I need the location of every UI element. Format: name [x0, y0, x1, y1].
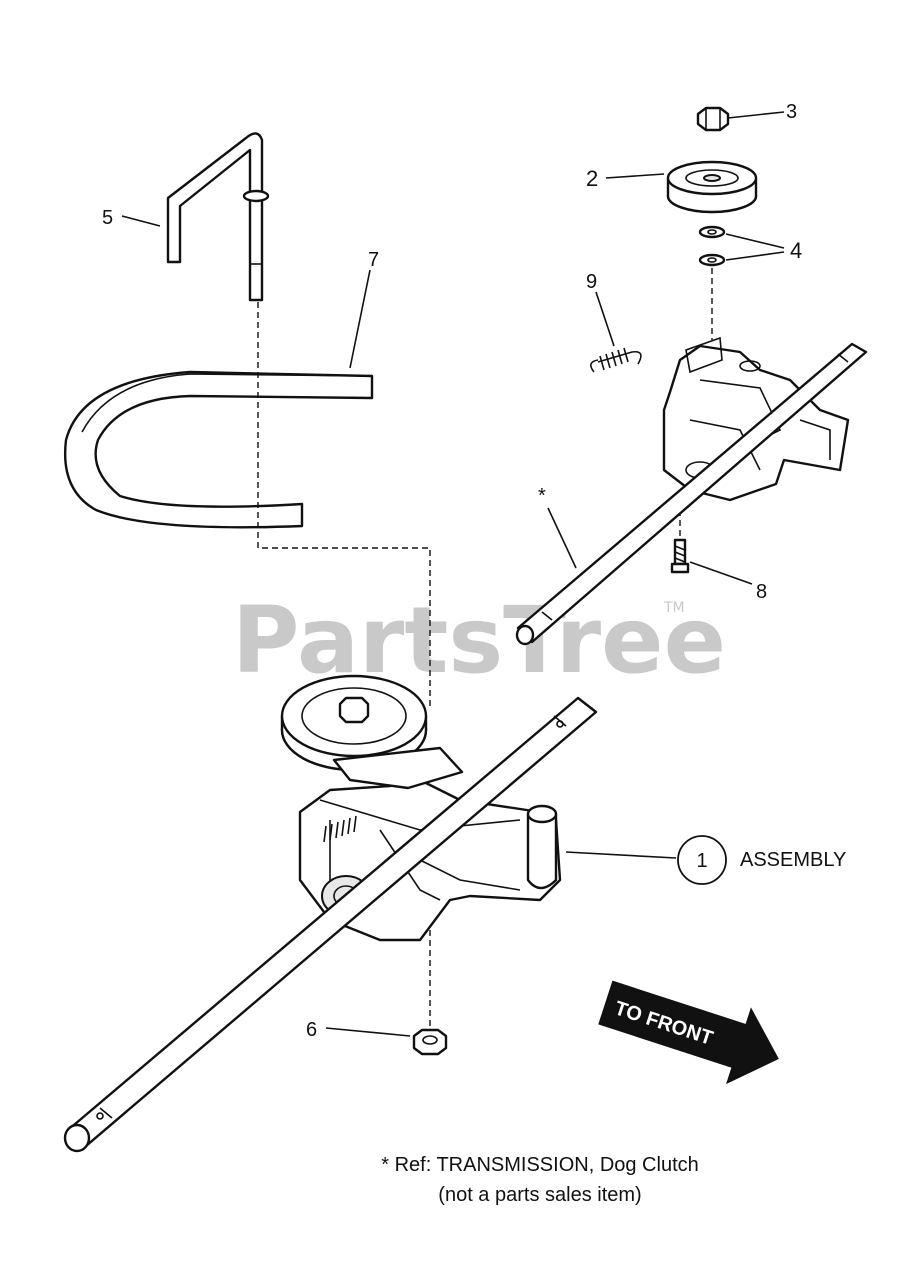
part-9-spring[interactable] [590, 347, 642, 373]
part-star-shaft[interactable] [515, 342, 868, 646]
callout-8: 8 [756, 581, 767, 603]
alignment-line-rod [257, 302, 431, 710]
part-2-pulley-small[interactable] [666, 160, 758, 214]
watermark-trademark: TM [663, 600, 685, 616]
callout-4: 4 [790, 238, 802, 263]
leader-7 [349, 269, 371, 369]
callout-1: 1 [696, 850, 707, 872]
main-axle-shaft[interactable] [63, 696, 598, 1153]
note-line-1: * Ref: TRANSMISSION, Dog Clutch [381, 1154, 699, 1176]
to-front-arrow: TO FRONT [598, 980, 779, 1085]
callout-2: 2 [586, 166, 598, 191]
leader-star [547, 507, 577, 569]
assembly-label: ASSEMBLY [740, 849, 846, 871]
part-4-washers[interactable] [698, 225, 726, 267]
part-6-nut[interactable] [412, 1028, 448, 1056]
note-line-2: (not a parts sales item) [438, 1184, 642, 1206]
part-7-v-belt[interactable] [64, 370, 374, 529]
callout-5: 5 [102, 207, 113, 229]
part-3-nut[interactable] [696, 106, 730, 132]
leader-3 [727, 111, 785, 119]
leader-5 [121, 215, 161, 227]
watermark-brand: PartsTree [232, 587, 726, 694]
part-8-bolt[interactable] [670, 538, 690, 574]
assembly-callout: 1 ASSEMBLY [677, 835, 846, 885]
callout-9: 9 [586, 271, 597, 293]
leader-4b [725, 251, 785, 261]
leader-9 [595, 291, 615, 347]
part-1-transmission-assembly[interactable] [280, 674, 562, 942]
callout-3: 3 [786, 101, 797, 123]
transmission-upper-view [662, 336, 850, 502]
leader-8 [689, 561, 753, 585]
callout-7: 7 [368, 249, 379, 271]
part-5-shift-rod[interactable] [166, 132, 270, 302]
leader-2 [605, 173, 665, 179]
callout-6: 6 [306, 1019, 317, 1041]
leader-1 [565, 851, 677, 859]
callout-star: * [538, 485, 546, 507]
leader-4a [725, 233, 785, 249]
leader-6 [325, 1027, 411, 1037]
